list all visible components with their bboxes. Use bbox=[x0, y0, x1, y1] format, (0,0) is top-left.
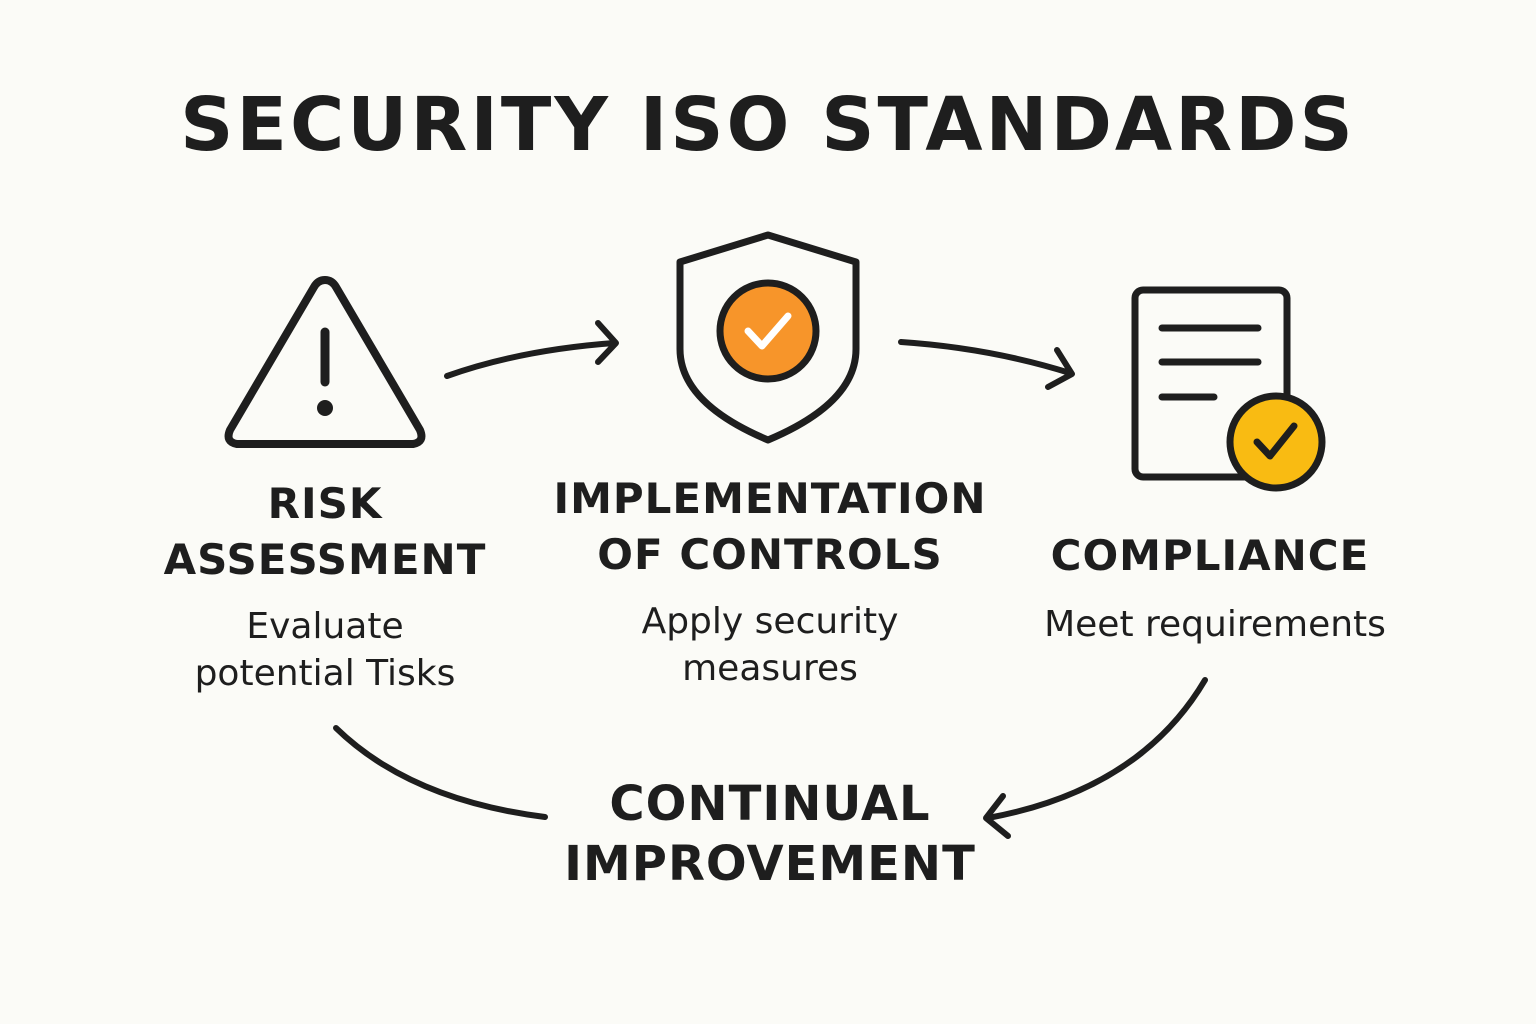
step-title-compliance: COMPLIANCE bbox=[1000, 528, 1420, 584]
step-title-line: COMPLIANCE bbox=[1050, 531, 1370, 580]
step-description-line: Apply security bbox=[641, 601, 899, 642]
step-description-line: Evaluate bbox=[246, 606, 404, 647]
arrow-compliance-to-improvement bbox=[985, 677, 1208, 821]
arrow-implementation-to-compliance bbox=[898, 339, 1073, 376]
warning-triangle-icon bbox=[224, 276, 426, 448]
page-title: SECURITY ISO STANDARDS bbox=[180, 82, 1356, 168]
arrow-improvement-to-risk bbox=[333, 725, 548, 820]
step-description-compliance: Meet requirements bbox=[990, 601, 1440, 648]
step-title-line: IMPLEMENTATION bbox=[553, 474, 987, 523]
step-description-line: potential Tisks bbox=[194, 653, 456, 694]
step-title-implementation-of-controls: IMPLEMENTATION OF CONTROLS bbox=[520, 471, 1020, 583]
cycle-title-line: IMPROVEMENT bbox=[564, 836, 976, 892]
step-description-risk-assessment: Evaluate potential Tisks bbox=[130, 603, 520, 697]
step-description-line: measures bbox=[682, 648, 858, 689]
step-description-line: Meet requirements bbox=[1044, 604, 1386, 645]
shield-check-icon bbox=[676, 231, 860, 444]
step-title-line: RISK bbox=[267, 479, 383, 528]
document-check-icon bbox=[1131, 286, 1326, 492]
arrow-compliance-to-improvement-head bbox=[983, 793, 1011, 839]
step-title-line: OF CONTROLS bbox=[597, 530, 943, 579]
arrow-implementation-to-compliance-head bbox=[1045, 347, 1075, 390]
step-title-line: ASSESSMENT bbox=[163, 535, 487, 584]
cycle-title-line: CONTINUAL bbox=[609, 776, 931, 832]
step-description-implementation-of-controls: Apply security measures bbox=[540, 598, 1000, 692]
arrow-risk-to-implementation-head bbox=[595, 320, 619, 365]
arrow-risk-to-implementation bbox=[444, 340, 617, 379]
continual-improvement-label: CONTINUAL IMPROVEMENT bbox=[520, 774, 1020, 894]
step-title-risk-assessment: RISK ASSESSMENT bbox=[130, 476, 520, 588]
